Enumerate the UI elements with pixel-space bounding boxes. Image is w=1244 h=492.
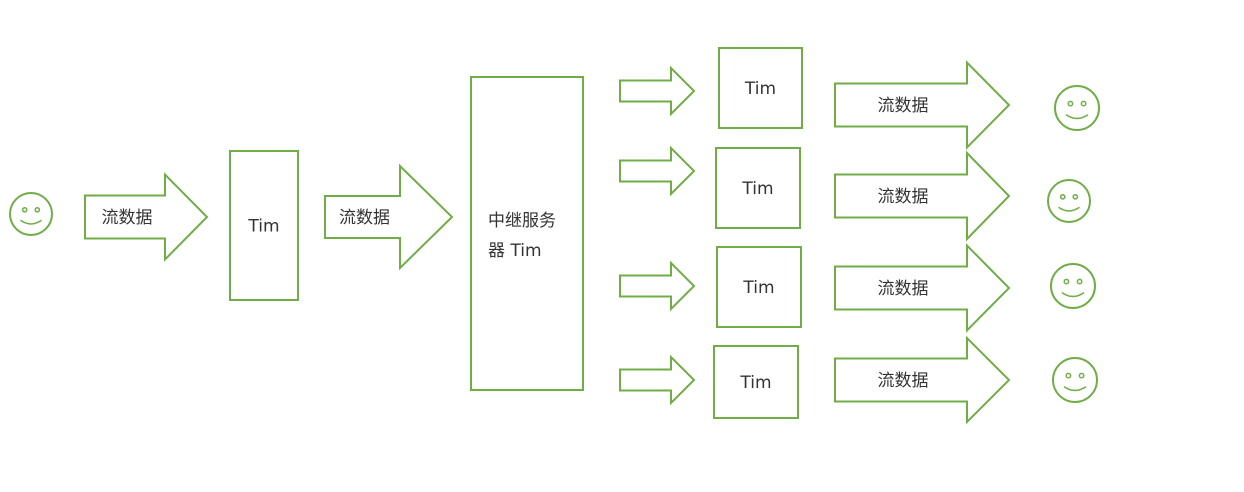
- stream-arrow-branch-2: 流数据: [834, 150, 1011, 242]
- smiley-eye: [1078, 372, 1085, 379]
- smiley-eye: [1063, 278, 1070, 285]
- tim-server-branch-2: Tim: [715, 147, 801, 229]
- smiley-eye: [1072, 193, 1079, 200]
- arrow-shape: [84, 172, 209, 262]
- smiley-eye: [1067, 100, 1074, 107]
- arrow-label: 流数据: [878, 96, 929, 116]
- tim-server-source: Tim: [229, 150, 299, 301]
- relay-server-label: 器 Tim: [488, 241, 542, 261]
- smiley-eye: [21, 206, 28, 213]
- smiley-eye: [1076, 278, 1083, 285]
- tim-server-branch-1: Tim: [718, 47, 803, 129]
- smiley-eye: [1065, 372, 1072, 379]
- server-label: Tim: [744, 79, 776, 99]
- stream-arrow-branch-1: 流数据: [834, 60, 1011, 150]
- smiley-eye: [1059, 193, 1066, 200]
- relay-arrow-4: [619, 354, 696, 406]
- arrow-shape: [834, 150, 1011, 242]
- smiley-mouth: [1065, 113, 1089, 120]
- tim-server-branch-4: Tim: [713, 345, 799, 419]
- smiley-face: [9, 192, 53, 236]
- smiley-mouth: [1058, 206, 1080, 212]
- relay-server-box: [470, 76, 584, 391]
- tim-server-branch-3: Tim: [716, 246, 802, 328]
- arrow-label: 流数据: [878, 371, 929, 391]
- server-box: [715, 147, 801, 229]
- smiley-face: [1047, 179, 1091, 223]
- arrow-label: 流数据: [339, 208, 390, 228]
- arrow-shape: [834, 60, 1011, 150]
- arrow-label: 流数据: [878, 279, 929, 299]
- smiley-mouth: [1061, 291, 1085, 298]
- stream-arrow-1: 流数据: [84, 172, 209, 262]
- arrow-shape: [619, 260, 696, 312]
- server-label: Tim: [247, 217, 279, 237]
- smiley-face: [1050, 263, 1096, 309]
- smiley-icon: [1050, 263, 1096, 309]
- server-label: Tim: [739, 373, 771, 393]
- server-label: Tim: [742, 278, 774, 298]
- arrow-shape: [619, 65, 696, 117]
- smiley-icon: [1052, 357, 1098, 403]
- smiley-face: [1052, 357, 1098, 403]
- server-box: [713, 345, 799, 419]
- arrow-shape: [324, 163, 454, 271]
- smiley-mouth: [1063, 385, 1087, 392]
- smiley-icon: [9, 192, 53, 236]
- server-box: [716, 246, 802, 328]
- arrow-label: 流数据: [878, 187, 929, 207]
- arrow-label: 流数据: [102, 208, 153, 228]
- server-label: Tim: [741, 179, 773, 199]
- arrow-shape: [834, 243, 1011, 333]
- server-box: [229, 150, 299, 301]
- smiley-eye: [1080, 100, 1087, 107]
- arrow-shape: [619, 354, 696, 406]
- server-box: [718, 47, 803, 129]
- relay-arrow-1: [619, 65, 696, 117]
- stream-arrow-2: 流数据: [324, 163, 454, 271]
- relay-arrow-3: [619, 260, 696, 312]
- relay-server-label: 中继服务: [488, 211, 556, 231]
- arrow-shape: [834, 335, 1011, 425]
- stream-arrow-branch-4: 流数据: [834, 335, 1011, 425]
- arrow-shape: [619, 145, 696, 197]
- smiley-icon: [1054, 85, 1100, 131]
- smiley-eye: [34, 206, 41, 213]
- smiley-mouth: [20, 219, 42, 225]
- smiley-face: [1054, 85, 1100, 131]
- relay-arrow-2: [619, 145, 696, 197]
- stream-arrow-branch-3: 流数据: [834, 243, 1011, 333]
- smiley-icon: [1047, 179, 1091, 223]
